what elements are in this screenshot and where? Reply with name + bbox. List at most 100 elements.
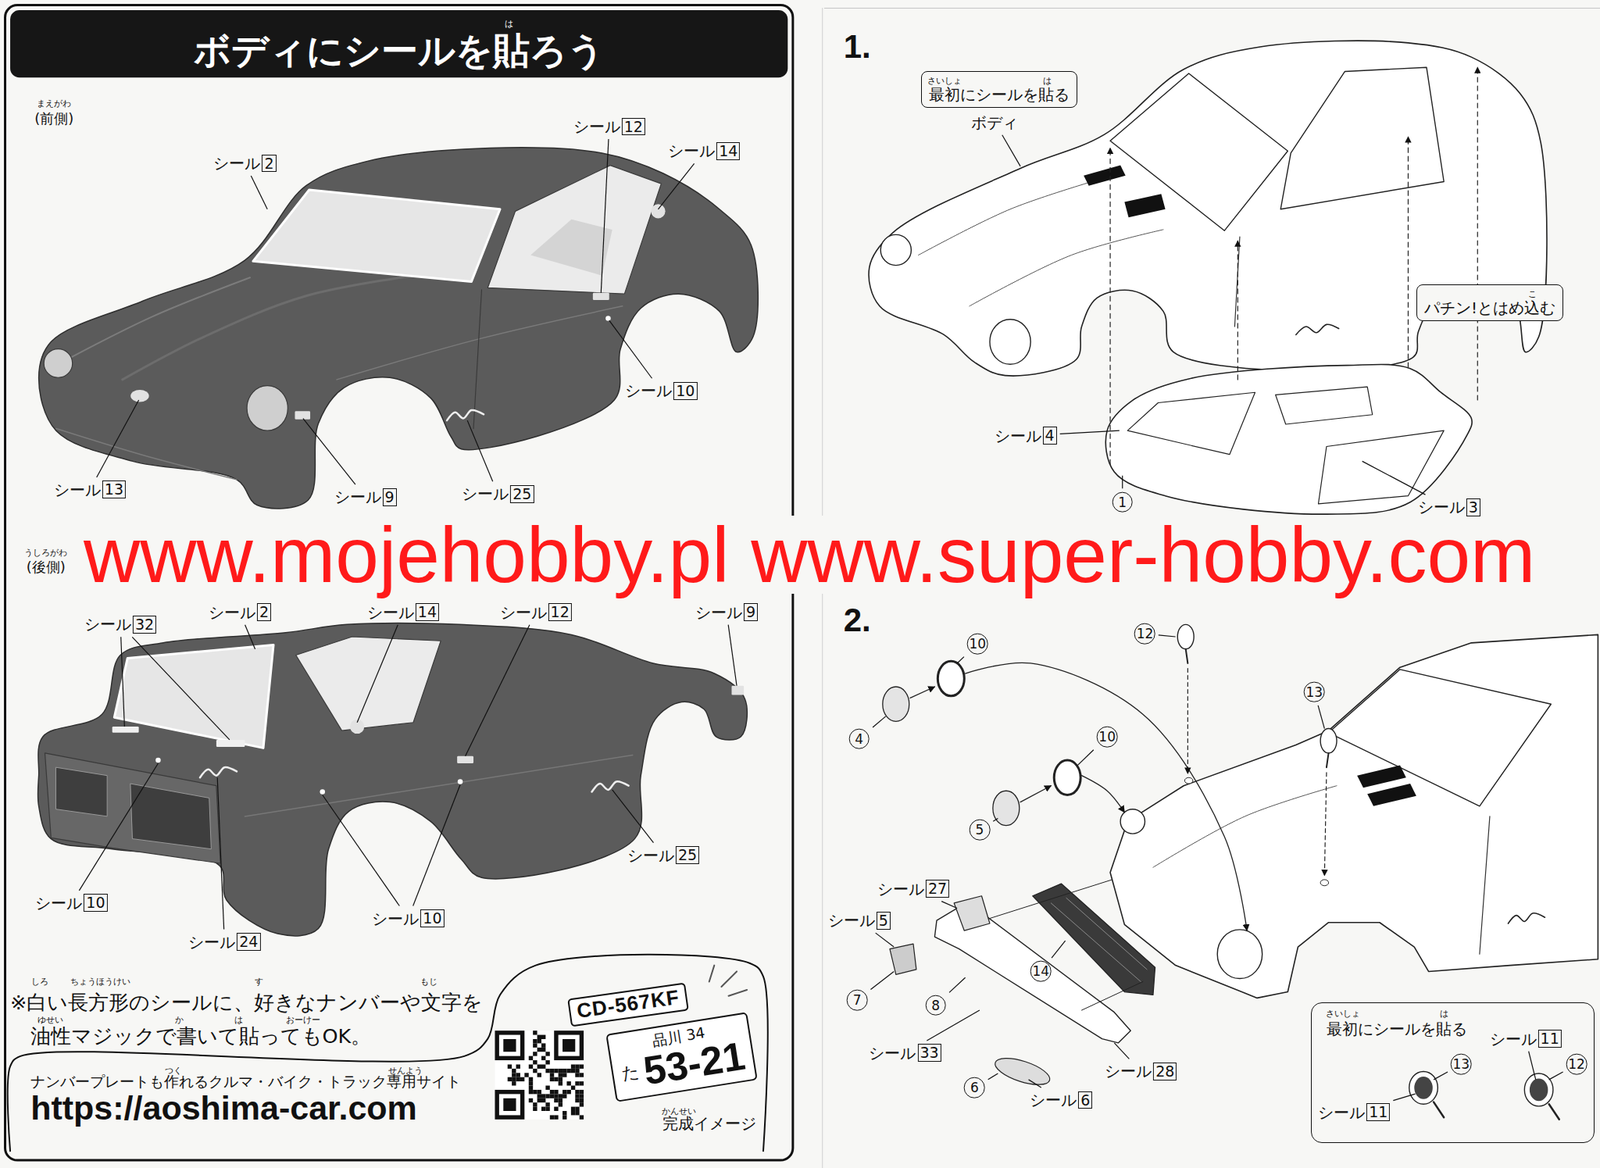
seal-word: シール: [1029, 1090, 1077, 1110]
seal-word: シール: [461, 484, 509, 504]
furigana: は: [1042, 76, 1052, 86]
mirror-stem: [1326, 753, 1329, 768]
qr-module: [566, 1068, 571, 1073]
seal-25: [446, 410, 484, 421]
furigana: す: [254, 977, 264, 986]
instruction-tag: パチン!とはめ込む: [1416, 284, 1564, 322]
seal-word: シール: [1317, 1103, 1365, 1122]
seal-word: シール: [213, 153, 261, 173]
grille-line: [1066, 897, 1147, 969]
leader-line: [728, 625, 737, 686]
seal-9: [731, 685, 744, 696]
qr-module: [541, 1042, 546, 1047]
furigana: は: [234, 1015, 243, 1025]
leader-line: [992, 818, 998, 822]
seal-number: 10: [83, 893, 108, 912]
furigana: は: [1042, 76, 1052, 86]
qr-module: [545, 1085, 550, 1090]
qr-module: [575, 1081, 579, 1086]
furigana: まえがわ: [36, 99, 72, 108]
leader-line: [612, 789, 654, 843]
qr-module: [575, 1068, 579, 1073]
qr-module: [532, 1039, 537, 1043]
leader-line: [467, 420, 493, 482]
seal-number: 6: [1078, 1091, 1093, 1110]
qr-module: [571, 1085, 575, 1090]
qr-module: [553, 1098, 558, 1103]
callout-number: 12: [1566, 1053, 1588, 1075]
seal-word: シール: [500, 603, 547, 622]
furigana: もじ: [420, 977, 438, 986]
qr-module: [532, 1030, 537, 1035]
qr-module: [550, 1072, 554, 1077]
turn-signal-part: [992, 1053, 1054, 1090]
callout-number: 5: [969, 819, 991, 841]
seal-word: シール: [695, 603, 743, 622]
furigana: は: [1439, 1009, 1449, 1018]
mirror-stem: [1185, 649, 1189, 664]
seal-callout: シール33: [868, 1043, 941, 1063]
callout-number: 10: [967, 633, 989, 655]
qr-module: [579, 1098, 584, 1103]
qr-module: [575, 1072, 579, 1077]
caption-text: 完成イメージ: [662, 1115, 757, 1134]
qr-finder: [494, 1089, 525, 1120]
seal-callout: シール32: [84, 614, 157, 634]
qr-module: [541, 1035, 546, 1040]
qr-module: [558, 1068, 563, 1073]
qr-module: [528, 1098, 533, 1103]
node-text: 最初にシールを貼る: [928, 85, 1070, 104]
qr-finder: [562, 1039, 575, 1052]
seal-number: 9: [743, 603, 758, 622]
seal-number: 9: [382, 488, 397, 507]
tail-light: [56, 767, 108, 817]
callout-number: 1: [1111, 491, 1133, 513]
leader-line: [413, 784, 461, 906]
mirror-part: [1320, 728, 1337, 754]
qr-finder: [553, 1030, 584, 1061]
qr-finder: [499, 1093, 521, 1115]
windshield: [1328, 669, 1552, 807]
qr-module: [507, 1077, 512, 1082]
qr-module: [575, 1098, 579, 1103]
leader-line: [357, 625, 398, 723]
qr-module: [541, 1064, 546, 1068]
seal-callout: シール11: [1489, 1029, 1562, 1049]
seal-number: 5: [876, 911, 891, 930]
roof-opening: [1275, 386, 1373, 425]
leader-line: [657, 163, 694, 209]
seal-number: 11: [1538, 1029, 1562, 1048]
qr-module: [532, 1051, 537, 1056]
view-label: (後側): [26, 558, 66, 576]
furigana: か: [175, 1015, 184, 1025]
qr-finder: [503, 1098, 516, 1111]
lens-part: [992, 790, 1020, 825]
furigana: こ: [1528, 289, 1537, 299]
qr-module: [545, 1093, 550, 1098]
qr-module: [532, 1107, 537, 1111]
callout-number: 10: [1096, 726, 1118, 748]
callout-number: 4: [848, 728, 870, 750]
leader-line: [872, 716, 886, 728]
leader-line: [465, 625, 530, 757]
seal-word: シール: [208, 603, 256, 622]
seal-word: シール: [84, 614, 132, 634]
hood-line: [1153, 785, 1337, 868]
lens-part: [882, 686, 910, 722]
seal-word: シール: [1104, 1061, 1152, 1081]
seal-callout: シール14: [667, 141, 740, 161]
qr-module: [545, 1051, 550, 1056]
furigana: は: [234, 1015, 243, 1025]
qr-module: [511, 1068, 516, 1073]
roof-part: [1105, 364, 1472, 515]
leader-line: [132, 636, 230, 740]
leader-line: [303, 418, 356, 486]
leader-line: [1549, 1071, 1564, 1080]
watermark: www.mojehobby.pl www.super-hobby.com: [83, 515, 1536, 594]
leader-line: [1002, 135, 1021, 167]
seal-word: シール: [371, 909, 419, 929]
mirror-part: [1524, 1073, 1554, 1107]
furigana: せんよう: [388, 1066, 423, 1075]
qr-module: [541, 1098, 546, 1103]
headlight: [1217, 929, 1262, 979]
